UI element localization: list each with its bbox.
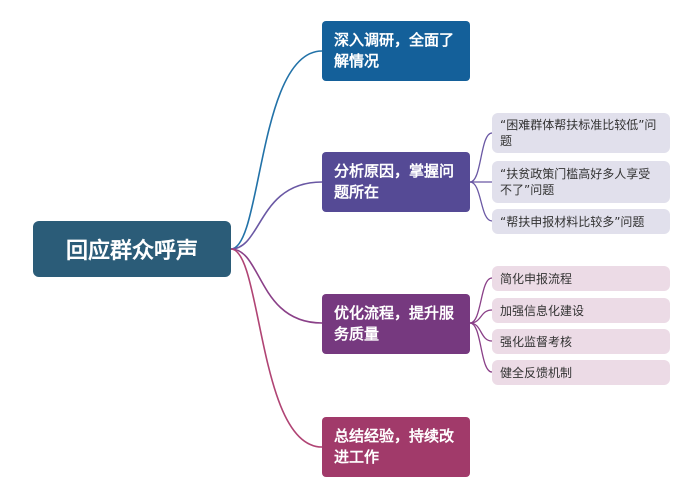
leaf-node[interactable]: “帮扶申报材料比较多”问题 [492,209,670,234]
leaf-node[interactable]: “扶贫政策门槛高好多人享受不了”问题 [492,161,670,203]
branch-node-optimize[interactable]: 优化流程，提升服务质量 [322,294,470,354]
branch-node-analysis[interactable]: 分析原因，掌握问题所在 [322,152,470,212]
branch-node-summary[interactable]: 总结经验，持续改进工作 [322,417,470,477]
branch-label: 深入调研，全面了解情况 [334,31,455,70]
leaf-label: 强化监督考核 [500,334,573,349]
connector-b2-leaf3 [469,181,493,222]
leaf-label: 简化申报流程 [500,271,573,286]
leaf-label: “帮扶申报材料比较多”问题 [500,214,645,229]
branch-label: 优化流程，提升服务质量 [334,304,455,343]
leaf-label: “困难群体帮扶标准比较低”问题 [500,118,657,148]
connector-b3-leaf1 [469,277,493,324]
branch-node-research[interactable]: 深入调研，全面了解情况 [322,21,470,81]
leaf-label: 健全反馈机制 [500,365,573,380]
connector-b3-leaf4 [469,322,493,373]
leaf-node[interactable]: 健全反馈机制 [492,360,670,385]
leaf-node[interactable]: 加强信息化建设 [492,298,670,323]
connector-root-b2 [230,181,323,250]
branch-label: 总结经验，持续改进工作 [334,427,455,466]
connector-b2-leaf1 [469,132,493,183]
root-label: 回应群众呼声 [65,239,198,264]
connector-root-b4 [230,248,323,448]
leaf-label: “扶贫政策门槛高好多人享受不了”问题 [500,167,651,197]
root-node[interactable]: 回应群众呼声 [33,221,231,277]
connector-root-b1 [230,50,323,250]
leaf-label: 加强信息化建设 [500,303,585,318]
connector-b3-leaf2 [469,309,493,324]
connector-b3-leaf3 [469,322,493,342]
leaf-node[interactable]: 简化申报流程 [492,266,670,291]
branch-label: 分析原因，掌握问题所在 [334,162,455,201]
leaf-node[interactable]: 强化监督考核 [492,329,670,354]
connector-root-b3 [230,248,323,324]
leaf-node[interactable]: “困难群体帮扶标准比较低”问题 [492,113,670,153]
